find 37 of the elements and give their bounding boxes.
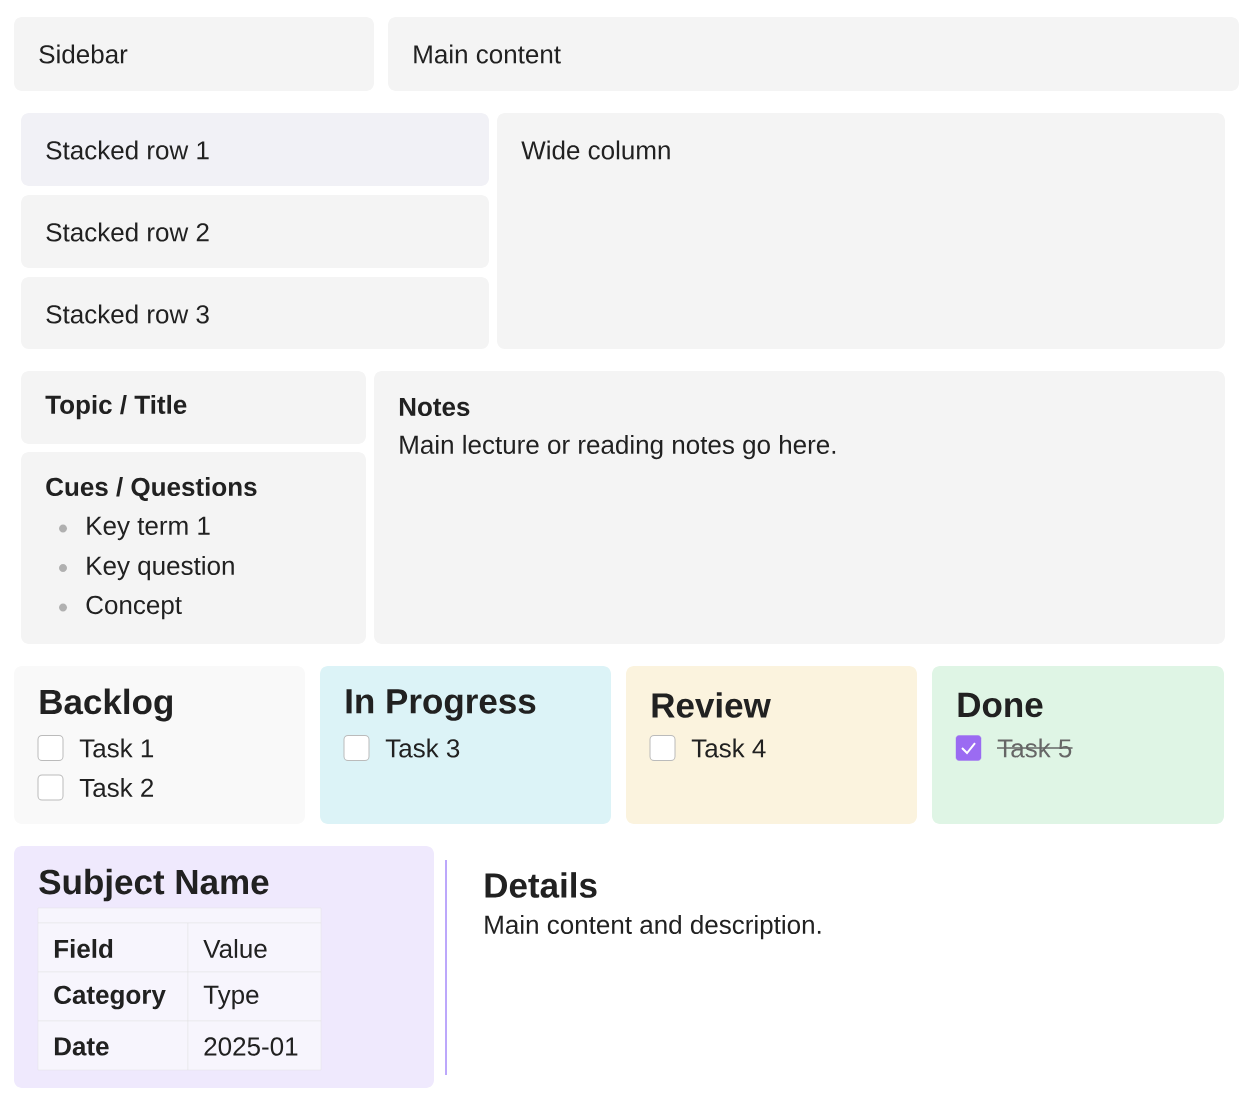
task-label: Task 4 xyxy=(691,738,766,758)
card-title: Subject Name xyxy=(39,868,269,902)
table-cell: 2025-01 xyxy=(187,1020,322,1071)
box-label: Stacked row 1 xyxy=(46,140,209,160)
column-heading: Review xyxy=(652,692,771,718)
table-cell: Value xyxy=(187,922,322,973)
task-label: Task 3 xyxy=(385,738,460,758)
section-heading: Details xyxy=(485,872,597,898)
body-text: Main lecture or reading notes go here. xyxy=(400,434,836,460)
table-cell: Date xyxy=(37,1020,189,1071)
column-heading: Done xyxy=(958,692,1043,718)
table-cell: Category xyxy=(37,971,189,1022)
content-box xyxy=(21,452,366,644)
box-heading: Topic / Title xyxy=(45,394,187,420)
column-heading: In Progress xyxy=(346,689,536,721)
body-text: Main content and description. xyxy=(485,914,821,940)
box-label: Stacked row 3 xyxy=(46,304,209,324)
kanban-column xyxy=(14,666,305,824)
box-label: Wide column xyxy=(521,140,670,160)
box-label: Stacked row 2 xyxy=(46,222,209,242)
task-label: Task 1 xyxy=(79,738,154,758)
box-label: Sidebar xyxy=(39,44,128,64)
task-label: Task 2 xyxy=(79,777,153,798)
section-heading: Notes xyxy=(399,397,470,417)
box-label: Main content xyxy=(414,44,561,64)
kanban-column xyxy=(626,666,917,824)
kanban-column xyxy=(320,666,611,824)
column-heading: Backlog xyxy=(40,688,172,722)
bullet-item: Key term 1 xyxy=(59,516,210,541)
section-heading: Cues / Questions xyxy=(46,477,257,501)
table-cell: Type xyxy=(187,971,322,1022)
table-cell: Field xyxy=(37,922,189,973)
kanban-column xyxy=(932,666,1224,824)
bullet-item: Key question xyxy=(59,555,234,581)
subject-card xyxy=(14,846,434,1088)
details-panel xyxy=(445,859,821,1076)
bullet-item: Concept xyxy=(59,595,182,620)
